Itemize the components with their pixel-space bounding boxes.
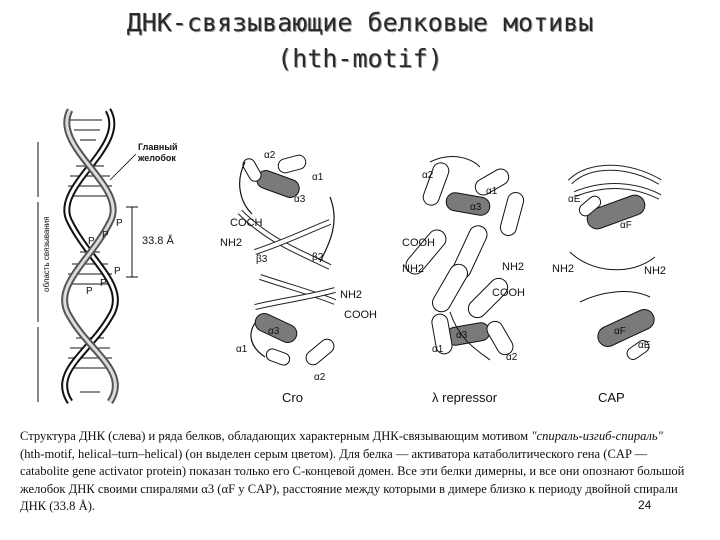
label-alpha3: α3 [268, 326, 280, 337]
cro-name: Cro [282, 390, 303, 405]
label-alpha2: α2 [264, 150, 276, 161]
phosphate-label: P [100, 278, 107, 289]
label-alpha1: α1 [312, 172, 324, 183]
label-alpha-f: αF [614, 326, 626, 337]
phosphate-label: P [86, 286, 93, 297]
label-alpha-f: αF [620, 220, 632, 231]
cro-labels: α2 α1 α3 COCH NH2 β3 β2 NH2 COOH α3 α1 α… [220, 150, 377, 405]
major-groove-label-2: желобок [137, 153, 176, 163]
label-alpha1: α1 [486, 186, 498, 197]
label-alpha-e: αE [638, 340, 651, 351]
major-groove-label-1: Главный [138, 142, 178, 152]
page-title: ДНК-связывающие белковые мотивы [126, 8, 594, 37]
binding-region-label: область связывания [42, 216, 51, 292]
lambda-repressor-protein [405, 156, 525, 361]
phosphate-label: P [88, 236, 95, 247]
figure-caption: Структура ДНК (слева) и ряда белков, обл… [20, 428, 688, 516]
label-beta3: β3 [256, 254, 268, 265]
label-alpha3: α3 [456, 330, 468, 341]
page-number: 24 [638, 498, 652, 512]
phosphate-label: P [102, 230, 109, 241]
phosphate-label: P [114, 266, 121, 277]
label-alpha2: α2 [506, 352, 518, 363]
caption-text-1: Структура ДНК (слева) и ряда белков, обл… [20, 429, 532, 443]
label-alpha3: α3 [294, 194, 306, 205]
caption-text-2: (hth-motif, helical–turn–helical) (он вы… [20, 446, 685, 514]
label-nh2: NH2 [220, 237, 242, 249]
cap-name: CAP [598, 390, 625, 405]
lambda-repressor-name: λ repressor [432, 390, 498, 405]
label-nh2: NH2 [552, 263, 574, 275]
page-subtitle: (hth-motif) [277, 44, 443, 73]
caption-italic: "спираль-изгиб-спираль" [531, 429, 663, 443]
label-cooh: COOH [492, 287, 525, 299]
cap-labels: αE αF NH2 NH2 αF αE CAP [552, 194, 666, 405]
label-coch: COCH [230, 217, 262, 229]
label-alpha3: α3 [470, 202, 482, 213]
label-nh2: NH2 [402, 263, 424, 275]
label-nh2: NH2 [644, 265, 666, 277]
lambda-repressor-labels: α2 α1 α3 COOH NH2 NH2 COOH α3 α1 α2 λ re… [402, 170, 525, 405]
pitch-label: 33.8 Å [142, 234, 174, 247]
label-nh2: NH2 [340, 289, 362, 301]
label-alpha1: α1 [236, 344, 248, 355]
label-alpha1: α1 [432, 344, 444, 355]
label-cooh: COOH [402, 237, 435, 249]
label-beta2: β2 [312, 252, 324, 263]
figure-diagram: область связывания P P P P P P 33.8 Å [37, 108, 666, 405]
label-alpha2: α2 [314, 372, 326, 383]
cro-protein [237, 154, 337, 366]
phosphate-label: P [116, 218, 123, 229]
label-nh2: NH2 [502, 261, 524, 273]
cap-protein [567, 164, 662, 360]
label-alpha2: α2 [422, 170, 434, 181]
dna-helix: область связывания P P P P P P 33.8 Å [37, 108, 178, 404]
label-alpha-e: αE [568, 194, 581, 205]
label-cooh: COOH [344, 309, 377, 321]
